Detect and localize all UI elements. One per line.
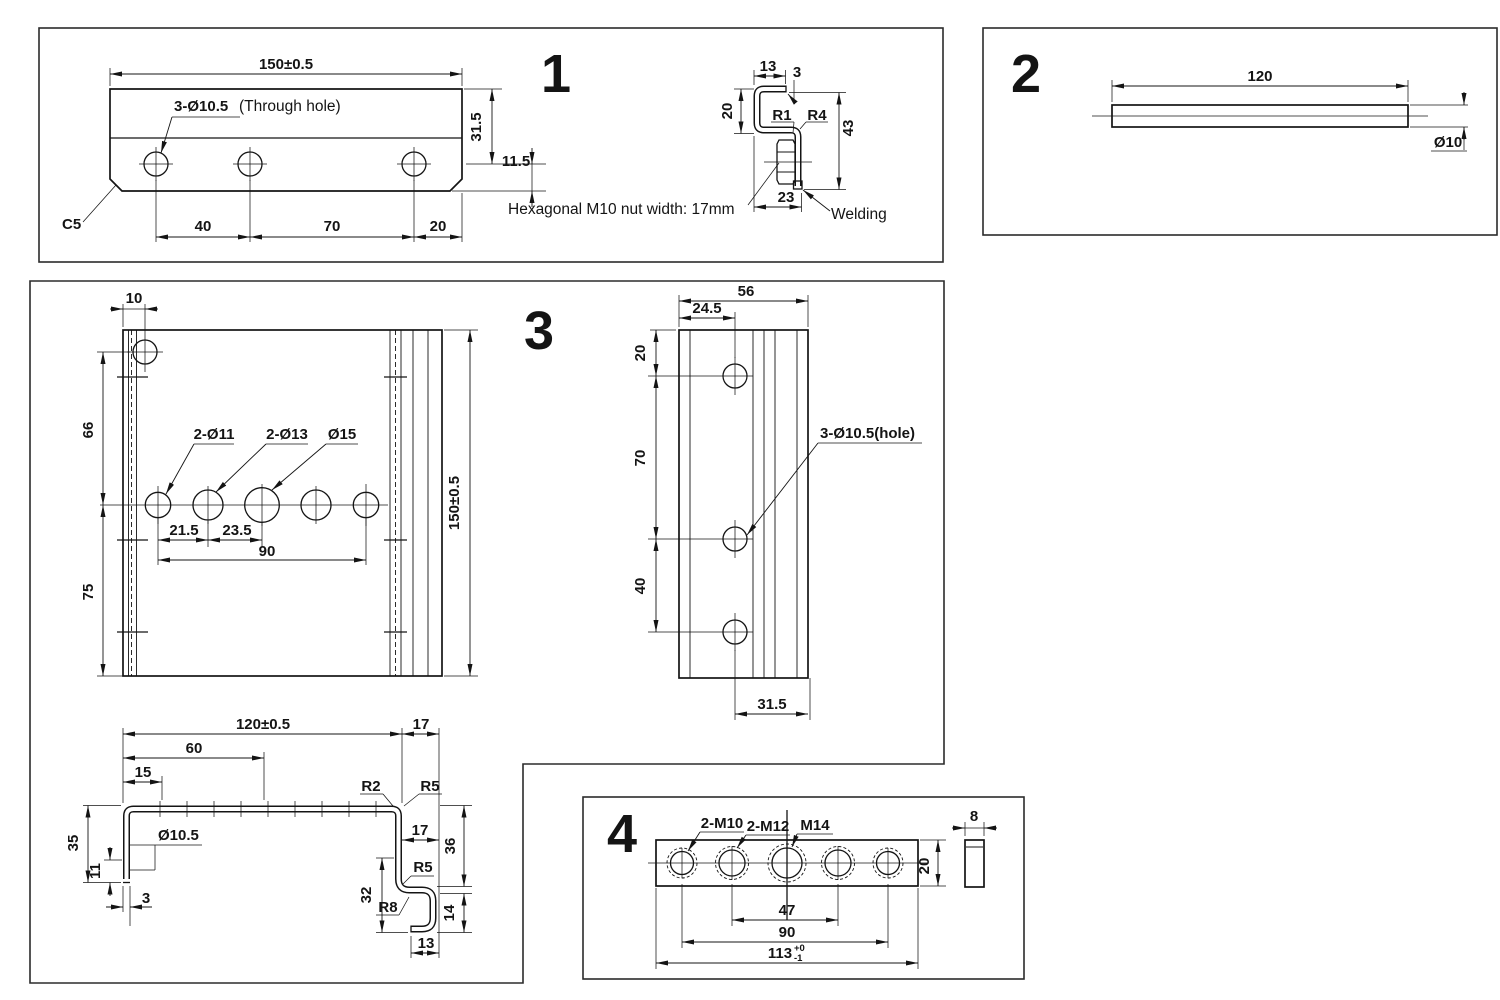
panel1-number: 1 xyxy=(541,44,571,104)
dim-43: 43 xyxy=(840,120,857,137)
dim-40: 40 xyxy=(195,218,212,235)
dim-24-5: 24.5 xyxy=(692,300,721,317)
dim-3-leg: 3 xyxy=(142,890,150,907)
label-r8: R8 xyxy=(378,899,397,916)
dim-70-strip: 70 xyxy=(632,450,649,467)
label-r2: R2 xyxy=(361,778,380,795)
label-m14: M14 xyxy=(800,817,830,834)
dim-75: 75 xyxy=(80,584,97,601)
panel-4: 4 2-M10 2-M12 M14 20 xyxy=(582,796,1025,980)
dim-11: 11 xyxy=(87,863,104,879)
dim-13-foot: 13 xyxy=(418,935,435,952)
panel1-border xyxy=(38,27,944,263)
label-through-holes: 3-Ø10.5 xyxy=(174,98,228,115)
dim-23: 23 xyxy=(778,189,795,206)
label-welding: Welding xyxy=(831,206,887,223)
panel2-border xyxy=(982,27,1498,236)
label-r5b: R5 xyxy=(413,859,432,876)
part3-profile-view: Ø10.5 120±0.5 17 60 15 35 11 xyxy=(65,716,472,958)
dim-3-thk: 3 xyxy=(793,64,801,81)
dim-66: 66 xyxy=(80,422,97,439)
dim-36: 36 xyxy=(442,838,459,855)
label-d15: Ø15 xyxy=(328,426,356,443)
part1-side-view: 13 3 20 R1 R4 43 23 Hexagonal M10 nut wi… xyxy=(508,58,887,223)
label-2d11: 2-Ø11 xyxy=(194,426,235,443)
dim-17-mid: 17 xyxy=(412,822,429,839)
dim-90-front: 90 xyxy=(259,543,276,560)
hex-nut xyxy=(764,139,812,185)
dim-13: 13 xyxy=(760,58,777,75)
panel-3: 3 10 xyxy=(29,280,945,984)
dim-10: 10 xyxy=(126,290,143,307)
panel3-number: 3 xyxy=(524,301,554,361)
dim-120-rod: 120 xyxy=(1247,68,1272,85)
weld-mark xyxy=(792,180,803,190)
label-2m12: 2-M12 xyxy=(747,818,790,835)
dim-20-side: 20 xyxy=(719,103,736,120)
part3-side-view: 56 24.5 20 70 40 31.5 3-Ø10.5(hole) xyxy=(632,283,922,720)
dim-56: 56 xyxy=(738,283,755,300)
dim-32: 32 xyxy=(358,887,375,904)
dim-150-front: 150±0.5 xyxy=(446,476,463,530)
label-r4: R4 xyxy=(807,107,827,124)
dim-31-5: 31.5 xyxy=(468,112,485,141)
label-2d13: 2-Ø13 xyxy=(266,426,308,443)
dim-31-5-strip: 31.5 xyxy=(757,696,786,713)
dim-40-strip: 40 xyxy=(632,578,649,595)
part4-bar-view: 2-M10 2-M12 M14 20 47 90 113 +0 -1 xyxy=(648,810,946,969)
panel-2: 2 120 Ø10 xyxy=(982,27,1498,236)
label-r5a: R5 xyxy=(420,778,439,795)
dim-17-top: 17 xyxy=(413,716,430,733)
panel4-border xyxy=(582,796,1025,980)
panel4-number: 4 xyxy=(607,804,637,864)
dim-60: 60 xyxy=(186,740,203,757)
part3-front-view: 10 66 75 21.5 23.5 90 150±0.5 2-Ø11 2-Ø1… xyxy=(80,290,478,677)
dim-47: 47 xyxy=(779,902,796,919)
dim-90-bar: 90 xyxy=(779,924,796,941)
dim-113: 113 xyxy=(768,945,792,962)
dim-11-5: 11.5 xyxy=(502,153,530,170)
panel-1: 1 150±0.5 31.5 11.5 xyxy=(38,27,944,263)
dim-23-5: 23.5 xyxy=(222,522,251,539)
panel3-border xyxy=(29,280,945,984)
dim-150: 150±0.5 xyxy=(259,56,313,73)
note-hex-nut: Hexagonal M10 nut width: 17mm xyxy=(508,201,735,218)
dim-14: 14 xyxy=(441,904,458,921)
dim-8: 8 xyxy=(970,808,978,825)
label-d10-5: Ø10.5 xyxy=(158,827,199,844)
part2-rod-view: 120 Ø10 xyxy=(1092,68,1468,152)
dim-21-5: 21.5 xyxy=(169,522,198,539)
part1-front-view: 150±0.5 31.5 11.5 40 70 20 3-Ø10.5 (Thro… xyxy=(62,56,546,242)
dim-20-bar: 20 xyxy=(916,858,933,875)
bend-ticks xyxy=(159,801,377,817)
dim-70: 70 xyxy=(324,218,341,235)
part1-holes xyxy=(139,147,431,181)
panel2-number: 2 xyxy=(1011,44,1041,104)
label-2m10: 2-M10 xyxy=(701,815,744,832)
dim-35: 35 xyxy=(65,835,82,852)
dim-15: 15 xyxy=(135,764,152,781)
label-through-holes-note: (Through hole) xyxy=(239,98,341,115)
label-3d105-hole: 3-Ø10.5(hole) xyxy=(820,425,915,442)
dim-dia10: Ø10 xyxy=(1434,134,1462,151)
label-chamfer: C5 xyxy=(62,216,81,233)
dim-20-strip: 20 xyxy=(632,345,649,362)
dim-20: 20 xyxy=(430,218,447,235)
dim-113-tol-lower: -1 xyxy=(794,953,803,964)
label-r1: R1 xyxy=(772,107,791,124)
dim-120-prof: 120±0.5 xyxy=(236,716,290,733)
dim-113-tol-upper: +0 xyxy=(794,943,805,954)
part4-side-view: 8 xyxy=(952,808,997,888)
